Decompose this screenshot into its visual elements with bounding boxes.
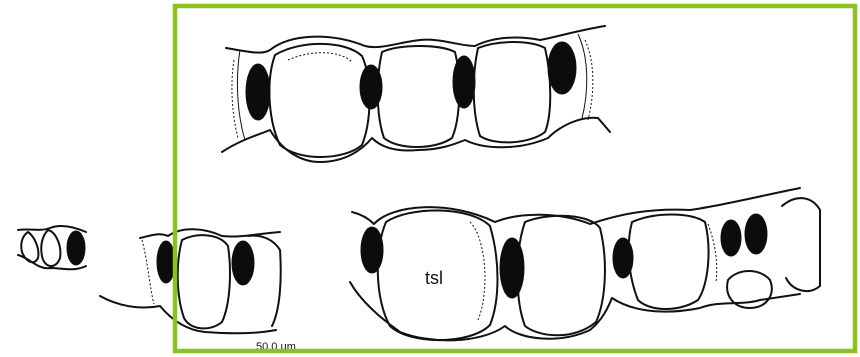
top-cell-3 — [474, 42, 551, 142]
lower-inclusion-4 — [721, 220, 741, 256]
top-inclusion-2 — [360, 65, 382, 109]
middle-cell-strip — [100, 229, 281, 333]
lower-cell-edge — [782, 198, 820, 291]
lower-inclusion-3 — [613, 238, 633, 278]
top-inclusion-3 — [453, 56, 475, 108]
top-dash-a — [232, 60, 238, 138]
lower-cell-2 — [518, 216, 605, 336]
lower-strip-top — [352, 188, 800, 224]
lower-strip-bottom — [350, 282, 800, 340]
middle-dash — [142, 240, 154, 304]
middle-cell-2 — [248, 236, 281, 326]
lower-cell-3 — [629, 215, 709, 310]
top-wall-a — [237, 50, 245, 140]
lower-cell-strip — [350, 188, 820, 340]
lower-inclusion-2 — [500, 238, 524, 298]
middle-cell-1 — [178, 235, 230, 328]
top-inclusion-4 — [548, 42, 576, 94]
small-cell-2 — [41, 230, 60, 266]
top-wall-b — [578, 34, 587, 118]
small-inclusion — [67, 231, 85, 265]
top-outer-wall — [226, 26, 605, 53]
cell-label-tsl: tsl — [425, 268, 443, 288]
top-cell-1-inner — [288, 53, 352, 62]
small-cell-strip — [18, 226, 86, 269]
middle-inclusion-1 — [157, 241, 175, 283]
lower-cell-tsl-inner — [470, 222, 485, 320]
top-cell-2 — [378, 46, 460, 147]
top-dash-b — [585, 40, 593, 120]
top-outer-wall-lower — [222, 118, 610, 162]
top-cell-strip — [222, 26, 610, 162]
lower-inclusion-1 — [361, 227, 383, 273]
lower-inclusion-5 — [745, 214, 767, 254]
middle-inclusion-2 — [232, 241, 254, 285]
top-cell-1 — [269, 44, 369, 157]
middle-strip-bottom — [100, 296, 276, 333]
top-inclusion-1 — [246, 64, 270, 120]
highlight-frame — [175, 6, 855, 351]
